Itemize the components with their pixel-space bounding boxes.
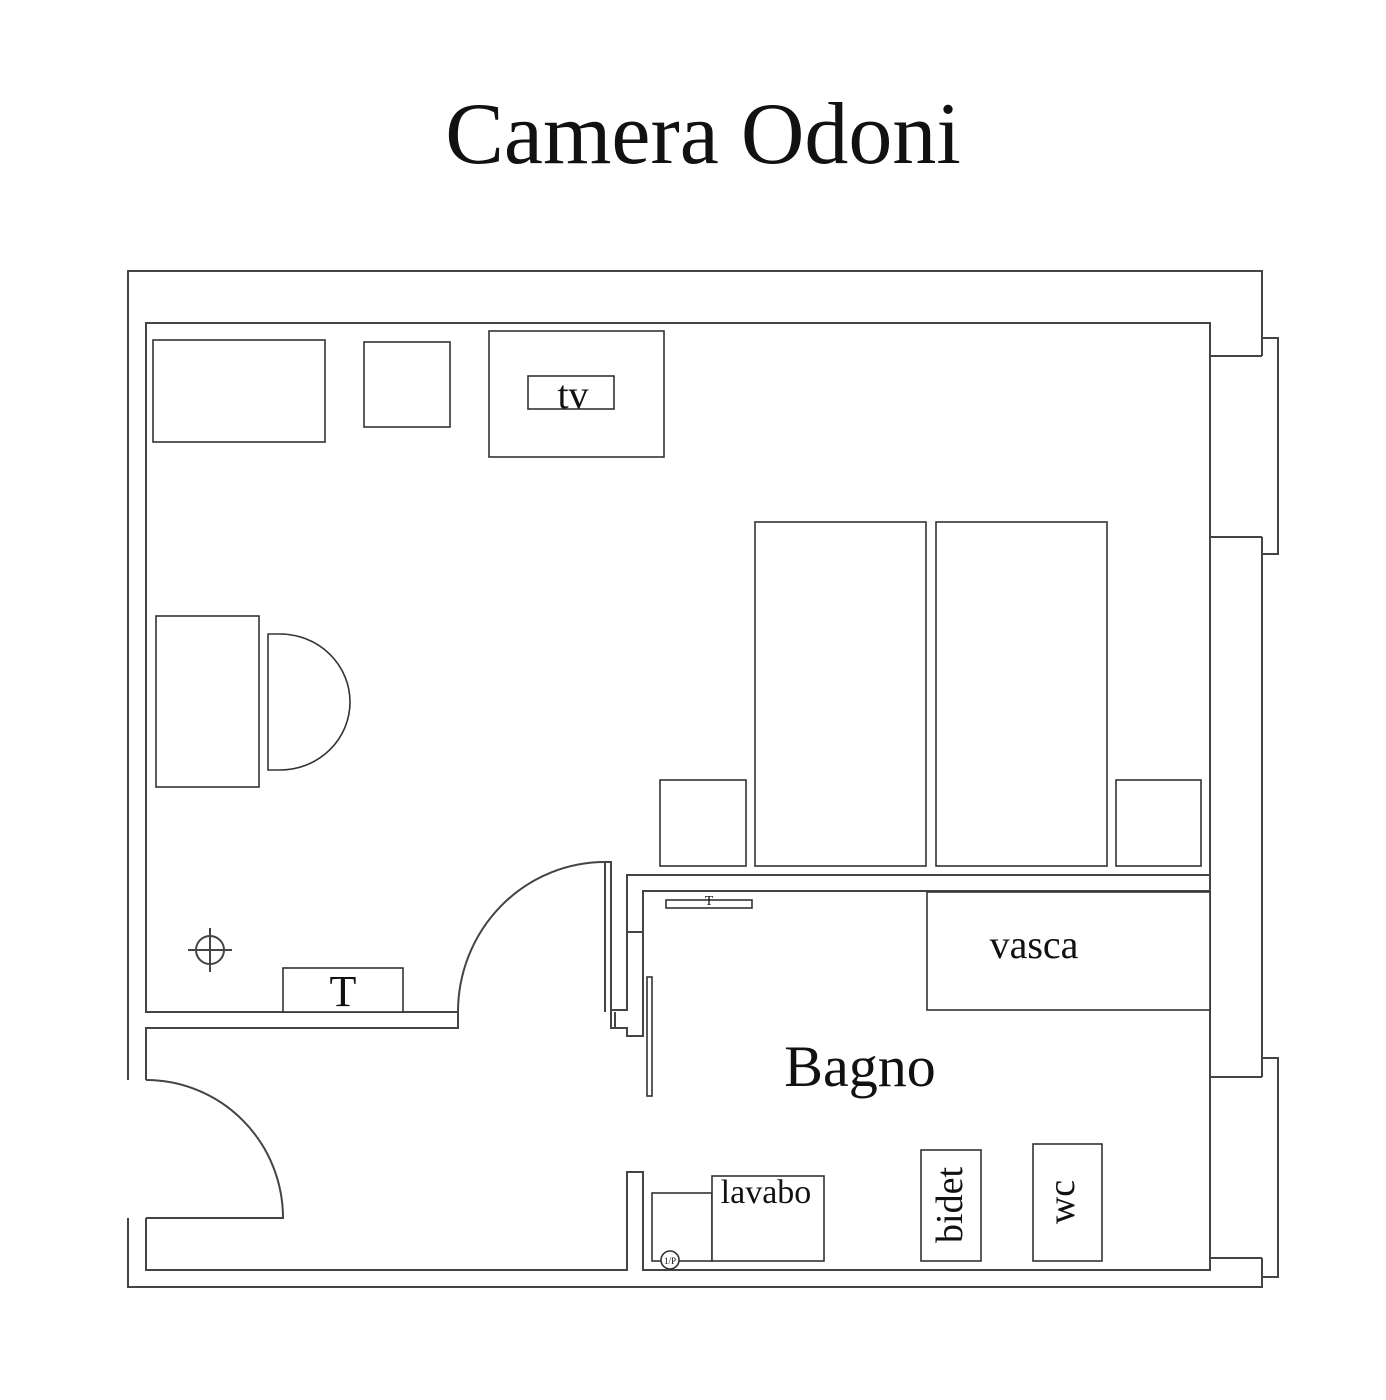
bathtub [926, 891, 1211, 1011]
window [1262, 1057, 1279, 1278]
bathroom: T vasca Bagno lavabo 1/P bidet wc [651, 891, 1211, 1270]
plan-title: Camera Odoni [445, 86, 961, 183]
chair [267, 633, 351, 771]
walls [127, 270, 1279, 1288]
bidet-label: bidet [929, 1167, 971, 1243]
sink [711, 1175, 825, 1262]
tv-label: tv [557, 372, 588, 417]
toilet-label: wc [1041, 1180, 1083, 1224]
outlet-label: 1/P [664, 1256, 676, 1266]
window [1262, 337, 1279, 555]
bed-right [935, 521, 1108, 867]
nightstand-right [1115, 779, 1202, 867]
bed-left [754, 521, 927, 867]
cabinet [363, 341, 451, 428]
doors [145, 861, 653, 1219]
bedroom-door [457, 861, 606, 1013]
bathroom-sliding-door [646, 976, 653, 1097]
bathtub-label: vasca [990, 922, 1079, 967]
room-label-bagno: Bagno [784, 1034, 935, 1099]
nightstand-left [659, 779, 747, 867]
phone-label: T [330, 967, 357, 1016]
outlet-icon [660, 1250, 680, 1270]
bidet [920, 1149, 982, 1262]
wardrobe [152, 339, 326, 443]
furniture: tv T [152, 330, 1202, 1016]
bath-phone [665, 899, 753, 909]
desk [155, 615, 260, 788]
entry-door [145, 1079, 285, 1219]
toilet [1032, 1143, 1103, 1262]
phone-table [282, 967, 404, 1013]
bath-phone-label: T [705, 894, 714, 909]
tv [527, 375, 615, 410]
sink-label: lavabo [721, 1174, 812, 1211]
cabinet-small [651, 1192, 713, 1262]
light-fixture-icon [188, 928, 232, 972]
